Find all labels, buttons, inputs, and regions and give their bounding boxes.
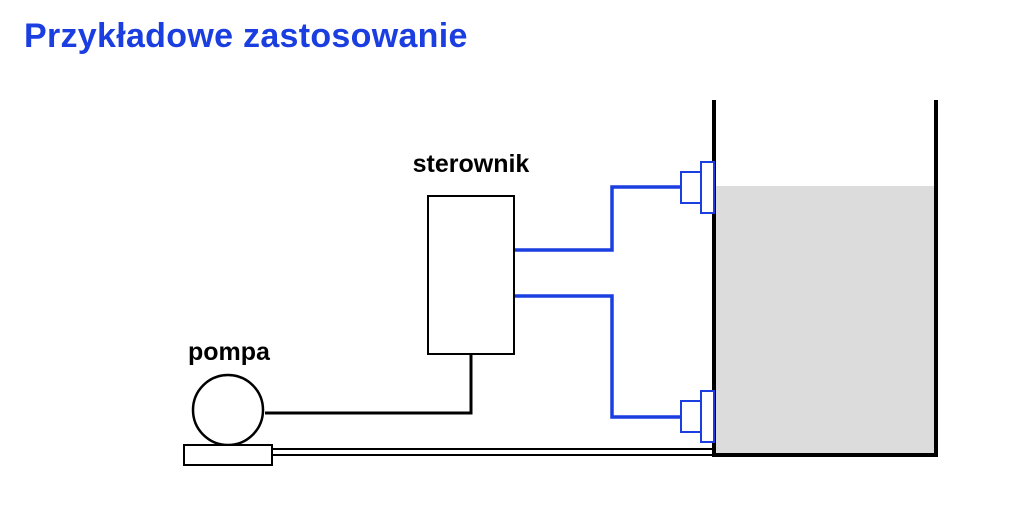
pump-base bbox=[183, 444, 273, 466]
upper-level-sensor bbox=[680, 161, 715, 214]
controller-label: sterownik bbox=[413, 150, 530, 178]
pump-power-wire bbox=[265, 354, 473, 415]
upper-sensor-wire bbox=[514, 185, 681, 252]
tank bbox=[712, 100, 938, 457]
tank-water bbox=[716, 186, 934, 454]
lower-sensor-wire bbox=[514, 294, 681, 419]
diagram-title: Przykładowe zastosowanie bbox=[24, 17, 468, 55]
pump-body bbox=[191, 373, 265, 447]
pump-label: pompa bbox=[188, 338, 271, 366]
controller-box bbox=[427, 195, 515, 355]
lower-level-sensor bbox=[680, 390, 715, 443]
pump-pipe bbox=[272, 448, 714, 456]
